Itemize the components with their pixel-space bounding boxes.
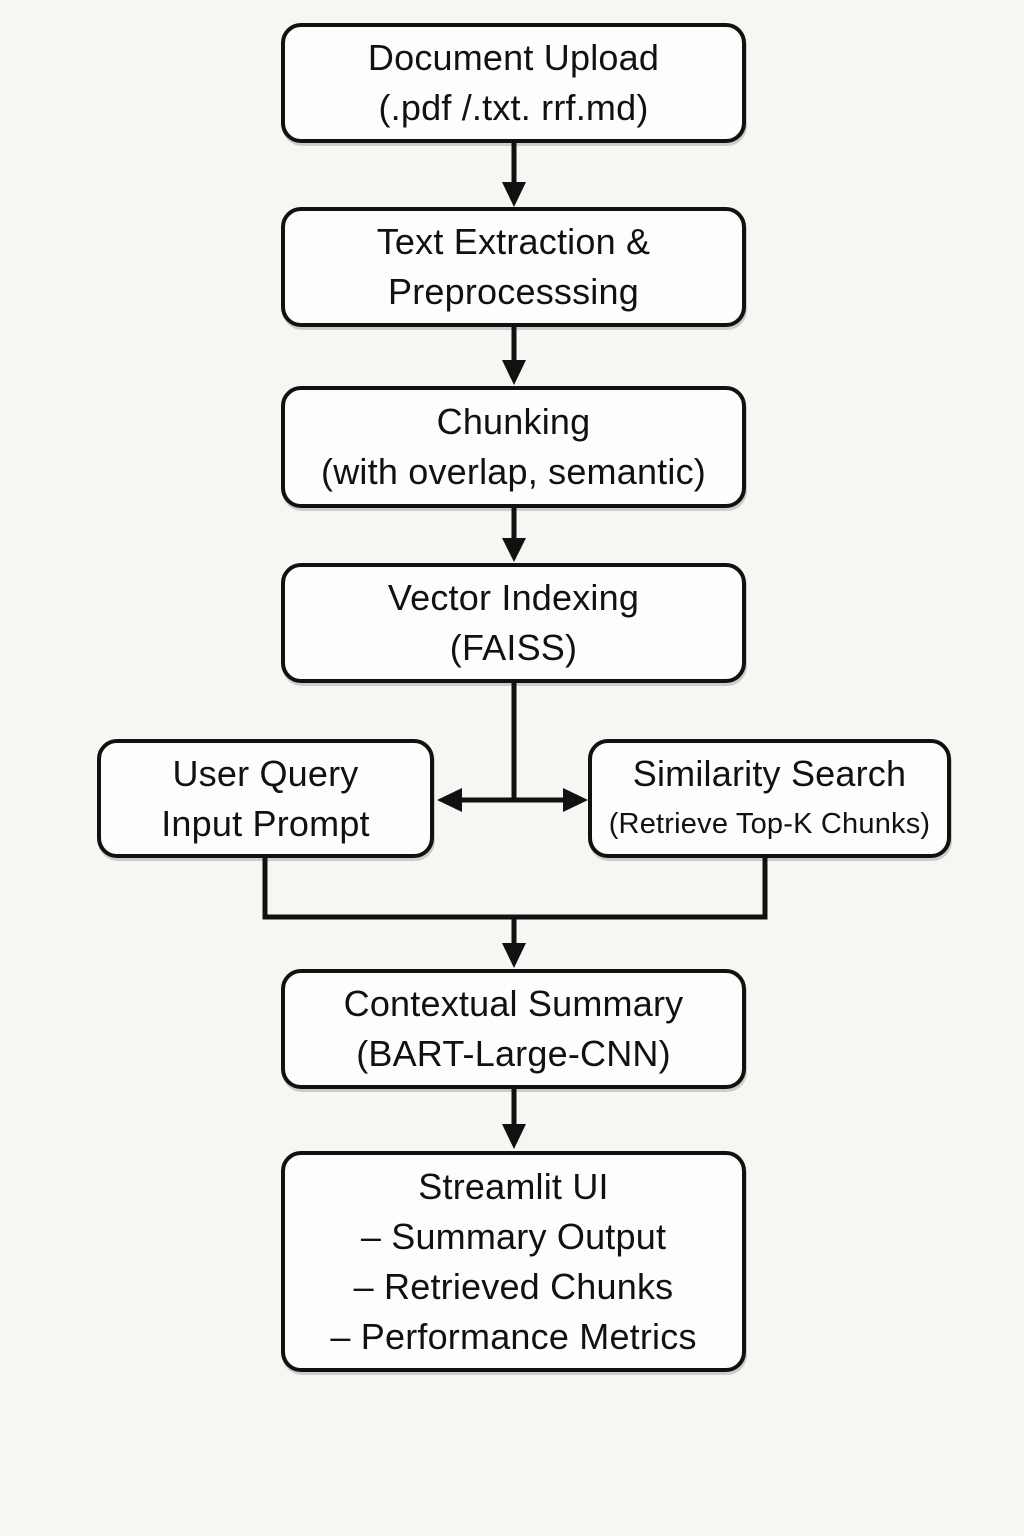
arrowhead-right bbox=[563, 788, 588, 812]
node-title: Contextual Summary bbox=[343, 983, 684, 1024]
arrowhead-down-1 bbox=[502, 182, 526, 207]
node-bullet: – Summary Output bbox=[360, 1215, 667, 1257]
arrowhead-down-3 bbox=[502, 538, 526, 562]
node-subtitle: Input Prompt bbox=[161, 802, 370, 844]
node-title: Streamlit UI bbox=[418, 1165, 609, 1207]
node-bullet: – Performance Metrics bbox=[330, 1315, 697, 1357]
node-subtitle: (.pdf /.txt. rrf.md) bbox=[378, 87, 649, 128]
node-vector-indexing: Vector Indexing (FAISS) bbox=[281, 563, 746, 683]
node-document-upload: Document Upload (.pdf /.txt. rrf.md) bbox=[281, 23, 746, 143]
node-subtitle: (with overlap, semantic) bbox=[321, 451, 706, 492]
node-chunking: Chunking (with overlap, semantic) bbox=[281, 386, 746, 508]
node-title: Document Upload bbox=[367, 37, 660, 78]
arrowhead-down-5 bbox=[502, 1124, 526, 1149]
node-title: Text Extraction & bbox=[376, 221, 651, 262]
node-title: Vector Indexing bbox=[387, 577, 640, 618]
edge-merge-bus bbox=[262, 857, 768, 920]
node-subtitle: (Retrieve Top-K Chunks) bbox=[608, 807, 931, 840]
node-contextual-summary: Contextual Summary (BART-Large-CNN) bbox=[281, 969, 746, 1089]
node-title: User Query bbox=[172, 752, 359, 794]
arrowhead-left bbox=[437, 788, 462, 812]
node-subtitle: (BART-Large-CNN) bbox=[356, 1033, 671, 1074]
arrowhead-down-2 bbox=[502, 360, 526, 385]
node-text-extraction: Text Extraction & Preprocesssing bbox=[281, 207, 746, 327]
node-subtitle: (FAISS) bbox=[449, 627, 578, 668]
node-title: Similarity Search bbox=[632, 752, 907, 794]
node-bullet: – Retrieved Chunks bbox=[353, 1265, 674, 1307]
arrowhead-down-4 bbox=[502, 943, 526, 968]
node-subtitle: Preprocesssing bbox=[388, 271, 639, 312]
node-title: Chunking bbox=[436, 401, 591, 442]
node-streamlit-ui: Streamlit UI – Summary Output – Retrieve… bbox=[281, 1151, 746, 1372]
node-user-query: User Query Input Prompt bbox=[97, 739, 434, 858]
node-similarity-search: Similarity Search (Retrieve Top-K Chunks… bbox=[588, 739, 951, 858]
